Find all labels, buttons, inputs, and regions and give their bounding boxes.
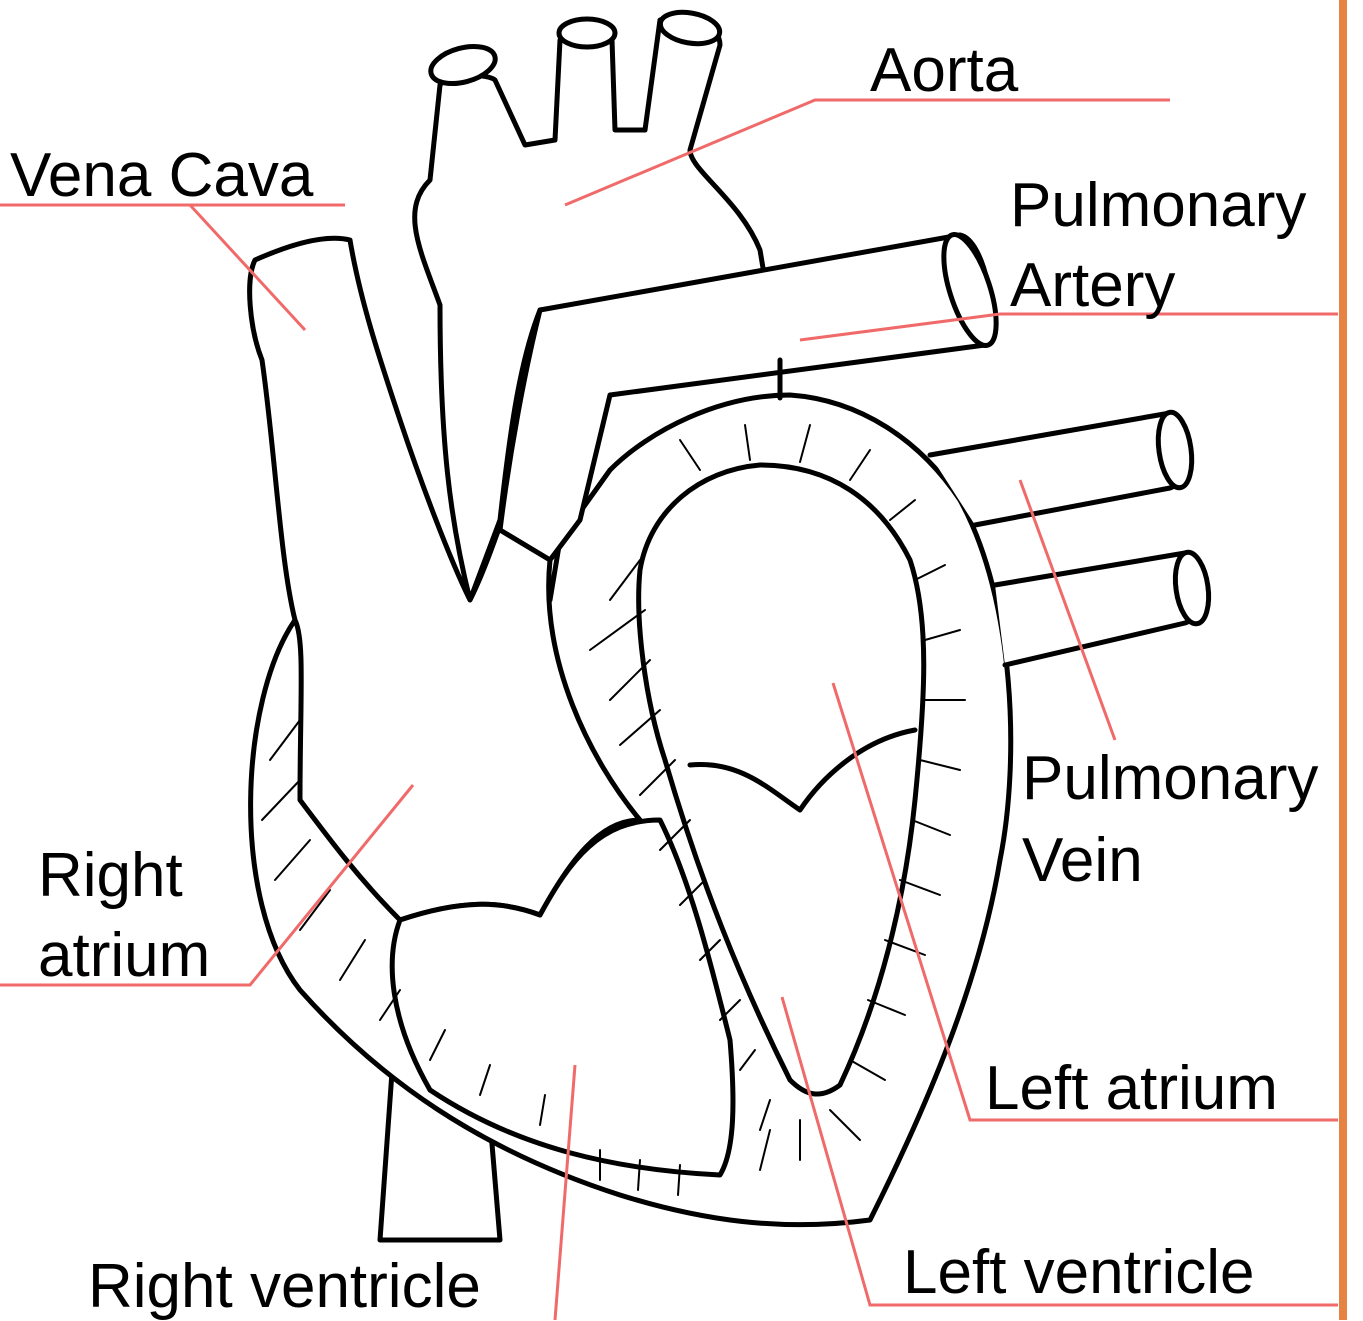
label-left-atrium: Left atrium — [985, 1058, 1278, 1120]
label-right-atrium-line1: Right — [38, 845, 183, 907]
label-pulmonary-vein-line1: Pulmonary — [1022, 748, 1318, 810]
label-vena-cava: Vena Cava — [10, 145, 313, 207]
label-right-atrium-line2: atrium — [38, 925, 210, 987]
label-left-ventricle: Left ventricle — [903, 1242, 1255, 1304]
label-pulmonary-artery-line2: Artery — [1010, 255, 1175, 317]
label-pulmonary-vein-line2: Vein — [1022, 830, 1143, 892]
pulmonary-vein-lower — [995, 553, 1204, 665]
label-aorta: Aorta — [870, 40, 1018, 102]
label-right-ventricle: Right ventricle — [88, 1256, 481, 1318]
pulmonary-vein-upper — [930, 413, 1189, 525]
aorta-branch-2-end — [559, 19, 615, 47]
label-pulmonary-artery-line1: Pulmonary — [1010, 175, 1306, 237]
